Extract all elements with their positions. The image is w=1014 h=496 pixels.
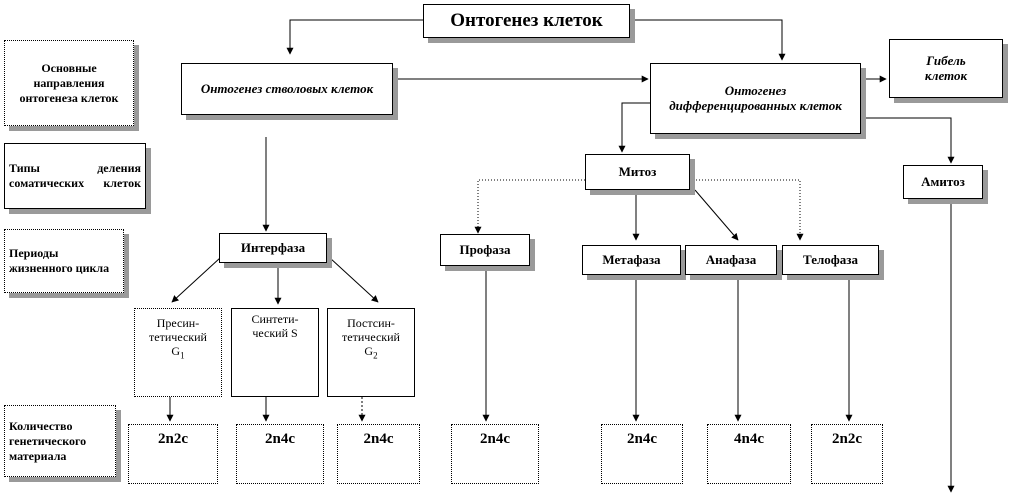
arrow-title-to-stem [286, 19, 423, 55]
cell-death-box: Гибель клеток [889, 39, 1003, 98]
synthetic-line1: Синтети- [251, 312, 299, 326]
presynthetic-g-sub: 1 [180, 349, 185, 360]
arrow-interphase-to-presynthetic [171, 257, 221, 303]
quantity-telophase: 2n2c [811, 424, 883, 484]
amitosis-text: Амитоз [921, 173, 965, 189]
arrow-mitosis-to-prophase [474, 179, 585, 234]
postsynthetic-line1: Постсин- [347, 316, 395, 330]
arrow-mitosis-to-telophase [690, 179, 804, 241]
cell-death-text: Гибель клеток [924, 52, 968, 83]
differentiated-cells-text: Онтогенез дифференцированных клеток [669, 82, 842, 113]
quantity-metaphase: 2n4c [601, 424, 683, 484]
arrow-differentiated-to-amitosis [861, 117, 955, 164]
presynthetic-g: G [171, 343, 181, 358]
title-text: Онтогенез клеток [450, 10, 603, 32]
quantity-metaphase-text: 2n4c [627, 431, 657, 447]
presynthetic-line2: тетический [149, 329, 207, 344]
quantity-postsynthetic-text: 2n4c [363, 431, 394, 447]
quantity-prophase: 2n4c [451, 424, 539, 484]
arrow-mitosis-to-anaphase [694, 189, 739, 241]
quantity-synthetic-text: 2n4c [265, 431, 295, 447]
presynthetic-period-box: Пресин- тетический G1 [134, 308, 222, 397]
prophase-box: Профаза [440, 234, 530, 266]
quantity-synthetic: 2n4c [236, 424, 324, 484]
row-label-directions-text: Основные направления онтогенеза клеток [19, 60, 119, 105]
postsynthetic-period-text: Постсин- тетический G2 [342, 316, 400, 360]
telophase-box: Телофаза [782, 245, 879, 275]
row-label-directions: Основные направления онтогенеза клеток [4, 40, 134, 126]
mitosis-box: Митоз [585, 154, 690, 190]
presynthetic-period-text: Пресин- тетический G1 [149, 316, 207, 360]
arrow-title-to-differentiated [630, 19, 786, 61]
quantity-anaphase-text: 4n4c [734, 431, 764, 447]
stem-cells-box: Онтогенез стволовых клеток [181, 63, 393, 115]
postsynthetic-g: G [364, 343, 374, 358]
interphase-box: Интерфаза [219, 233, 327, 263]
synthetic-line2: ческий S [252, 325, 298, 340]
metaphase-box: Метафаза [582, 245, 681, 275]
title-box: Онтогенез клеток [423, 4, 630, 38]
metaphase-text: Метафаза [602, 251, 661, 267]
presynthetic-line1: Пресин- [156, 316, 200, 330]
postsynthetic-line2: тетический [342, 329, 400, 344]
row-label-division-types-text: Типы деления соматических клеток [9, 161, 141, 190]
quantity-prophase-text: 2n4c [480, 431, 510, 447]
row-label-life-periods: Периоды жизненного цикла [4, 229, 124, 293]
quantity-anaphase: 4n4c [707, 424, 791, 484]
row-label-genetic-amount-text: Количество генетического материала [9, 418, 87, 463]
anaphase-box: Анафаза [685, 245, 777, 275]
quantity-postsynthetic: 2n4c [337, 424, 420, 484]
amitosis-box: Амитоз [903, 165, 983, 199]
differentiated-cells-box: Онтогенез дифференцированных клеток [650, 63, 861, 134]
quantity-presynthetic: 2n2c [128, 424, 218, 484]
anaphase-text: Анафаза [705, 251, 757, 267]
postsynthetic-g-sub: 2 [373, 349, 378, 360]
quantity-telophase-text: 2n2c [832, 431, 862, 447]
quantity-presynthetic-text: 2n2c [158, 431, 188, 447]
row-label-division-types: Типы деления соматических клеток [4, 143, 146, 209]
mitosis-text: Митоз [618, 163, 657, 179]
prophase-text: Профаза [459, 241, 511, 257]
arrow-differentiated-to-mitosis [618, 102, 650, 153]
stem-cells-text: Онтогенез стволовых клеток [200, 80, 374, 96]
arrow-interphase-to-postsynthetic [329, 257, 379, 303]
telophase-text: Телофаза [803, 251, 858, 267]
row-label-genetic-amount: Количество генетического материала [4, 405, 116, 477]
postsynthetic-period-box: Постсин- тетический G2 [327, 308, 415, 397]
interphase-text: Интерфаза [240, 239, 306, 255]
synthetic-period-text: Синтети- ческий S [251, 312, 299, 341]
synthetic-period-box: Синтети- ческий S [231, 308, 319, 397]
row-label-life-periods-text: Периоды жизненного цикла [9, 246, 110, 275]
